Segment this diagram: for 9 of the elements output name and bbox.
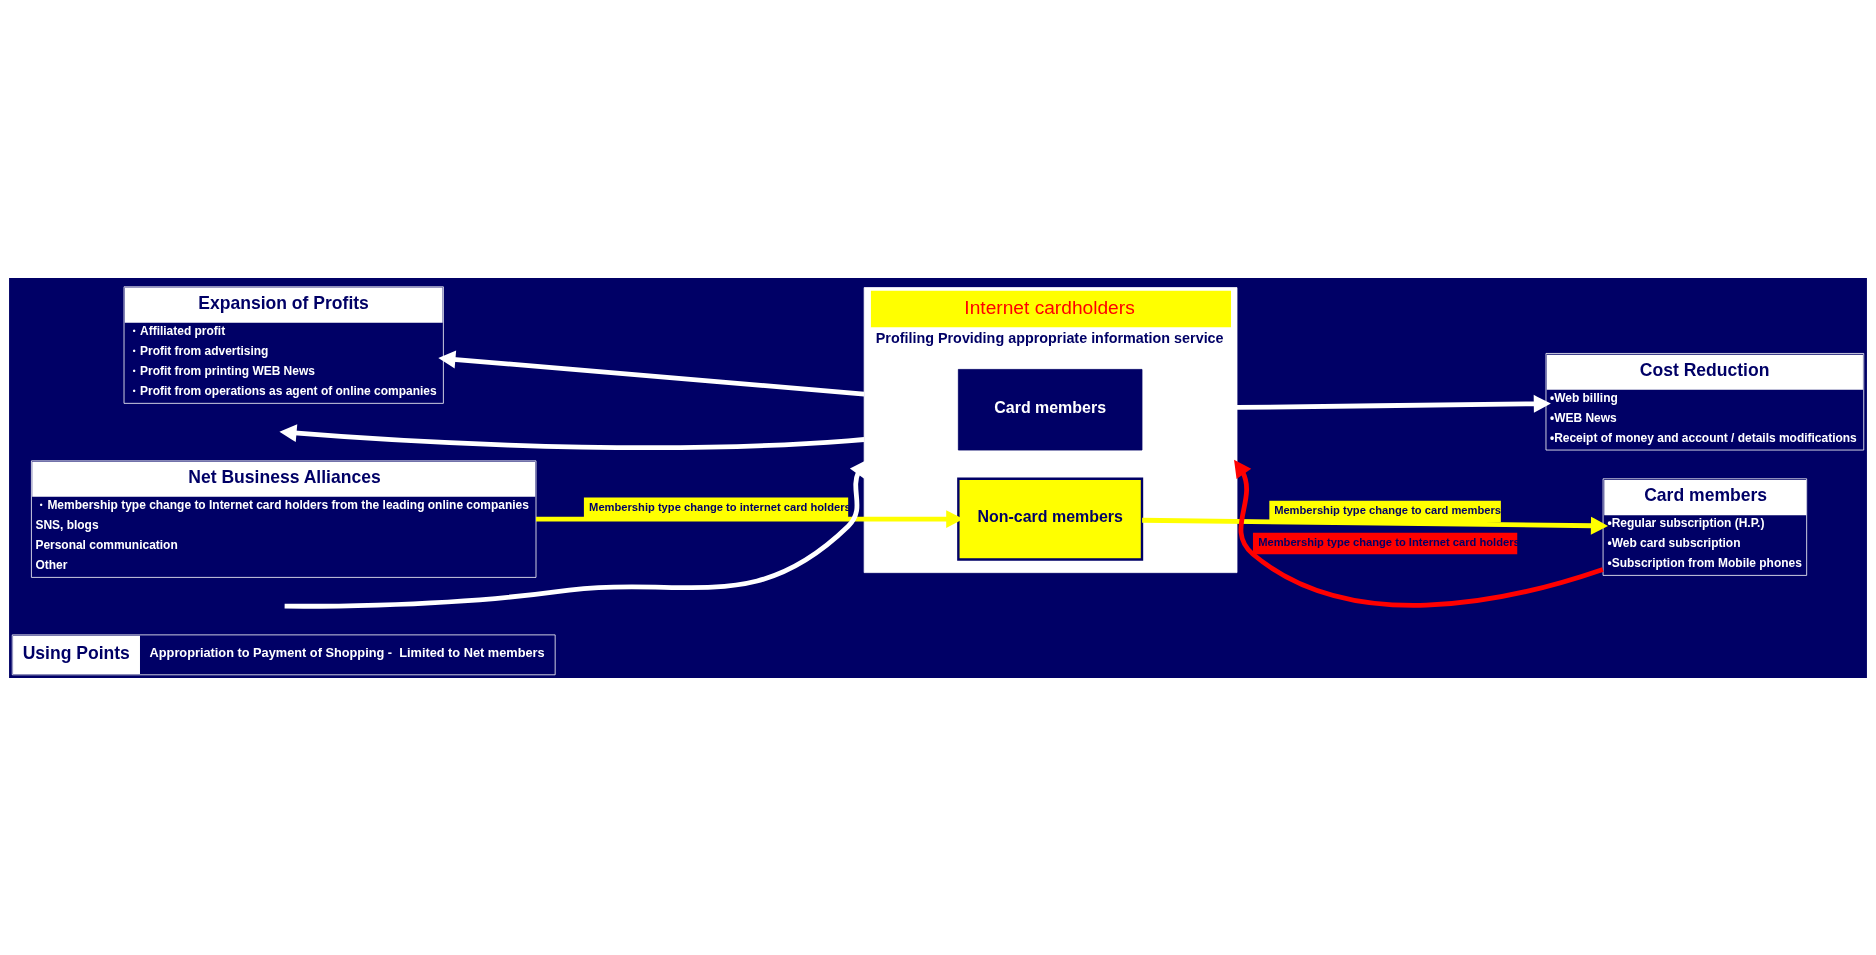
arrow — [438, 350, 865, 396]
arrow — [284, 459, 868, 609]
arrow — [1234, 459, 1604, 607]
arrow — [279, 423, 865, 450]
arrow — [1142, 516, 1609, 535]
arrow — [1236, 394, 1551, 413]
node-box: Non-card members — [957, 477, 1144, 561]
node-box: Card members — [957, 368, 1143, 450]
edge-label: Membership type change to card members — [1274, 503, 1502, 516]
